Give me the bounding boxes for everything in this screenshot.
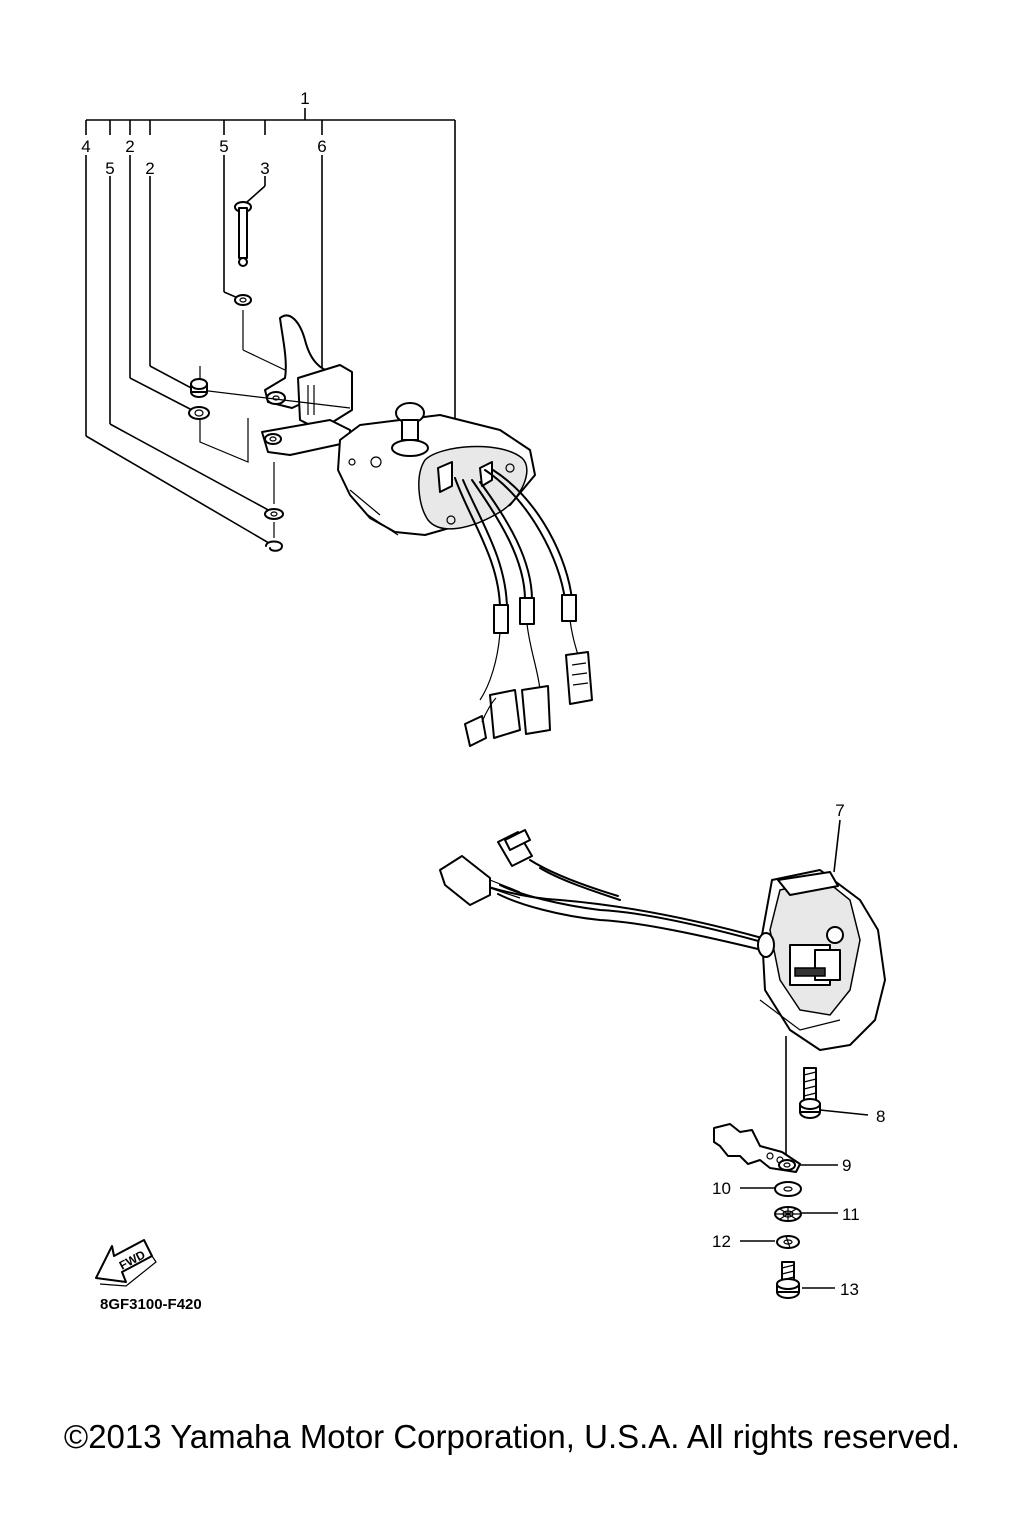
- upper-callout-labels: 1 4 2 5 6 5 2 3: [81, 89, 326, 178]
- callout-3: 3: [260, 159, 269, 178]
- nut-part-2-upper: [190, 378, 208, 398]
- callout-8: 8: [876, 1107, 885, 1126]
- screw-part-8: [799, 1067, 821, 1119]
- callout-5a: 5: [219, 137, 228, 156]
- callout-5b: 5: [105, 159, 114, 178]
- screw-part-13: [776, 1261, 800, 1299]
- lower-leader-lines: [740, 819, 869, 1289]
- bracket-part-9: [713, 1123, 801, 1173]
- washer-part-5-top: [234, 294, 286, 371]
- switch-housing: [337, 402, 536, 536]
- callout-11: 11: [842, 1205, 860, 1224]
- pin-part-3: [234, 201, 252, 267]
- lower-callout-labels: 7 8 9 10 11 12 13: [712, 801, 885, 1299]
- copyright-notice: ©2013 Yamaha Motor Corporation, U.S.A. A…: [63, 1418, 961, 1455]
- callout-13: 13: [840, 1280, 859, 1299]
- callout-10: 10: [712, 1179, 731, 1198]
- clip-part-4: [265, 540, 283, 552]
- lever-part-6: [264, 314, 353, 431]
- lock-washer-part-12: [776, 1235, 800, 1249]
- lower-switch-housing: [759, 869, 886, 1051]
- fwd-arrow-icon: FWD: [95, 1239, 157, 1287]
- callout-2b: 2: [145, 159, 154, 178]
- upper-leader-lines: [85, 108, 456, 547]
- callout-9: 9: [842, 1156, 851, 1175]
- callout-4: 4: [81, 137, 90, 156]
- diagram-code: 8GF3100-F420: [100, 1296, 202, 1313]
- nut-part-2-lower: [188, 406, 210, 420]
- washer-part-5-lower: [264, 462, 284, 538]
- lower-wire-harness: [439, 829, 775, 958]
- upper-wire-harness: [454, 469, 593, 747]
- toothed-washer-part-11: [774, 1206, 802, 1222]
- callout-7: 7: [835, 801, 844, 820]
- callout-12: 12: [712, 1232, 731, 1251]
- callout-6: 6: [317, 137, 326, 156]
- callout-1: 1: [300, 89, 309, 108]
- washer-part-10: [774, 1181, 802, 1197]
- callout-2a: 2: [125, 137, 134, 156]
